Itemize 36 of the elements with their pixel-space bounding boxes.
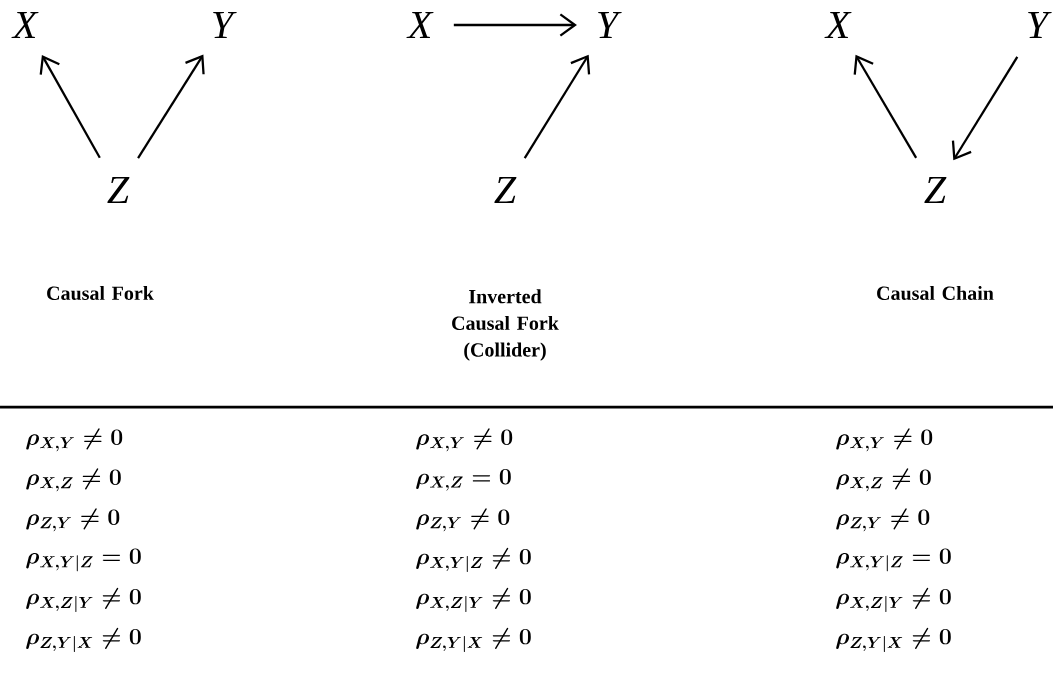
arrow bbox=[39, 54, 101, 159]
formula: $\rho_{X,Y} \neq 0$ bbox=[26, 428, 123, 452]
arrow bbox=[951, 56, 1019, 161]
formula: $\rho_{Z,Y} \neq 0$ bbox=[416, 508, 510, 532]
formula: $\rho_{X,Z\mid Y} \neq 0$ bbox=[26, 587, 141, 612]
formula: $\rho_{X,Z} = 0$ bbox=[416, 469, 511, 491]
formula: $\rho_{X,Y\mid Z} = 0$ bbox=[26, 548, 141, 572]
variable-label: X bbox=[824, 11, 852, 39]
caption: Causal Fork bbox=[47, 285, 154, 301]
formula: $\rho_{Z,Y\mid X} \neq 0$ bbox=[416, 627, 531, 652]
variable-label: X bbox=[406, 11, 434, 39]
formula: $\rho_{X,Z\mid Y} \neq 0$ bbox=[836, 587, 951, 612]
formula: $\rho_{X,Y} \neq 0$ bbox=[836, 428, 933, 452]
formula: $\rho_{X,Y\mid Z} = 0$ bbox=[836, 548, 951, 572]
variable-label: Y bbox=[1028, 11, 1052, 39]
formula: $\rho_{X,Y} \neq 0$ bbox=[416, 428, 513, 452]
variable-label: Y bbox=[213, 11, 237, 39]
variable-label: X bbox=[11, 11, 39, 39]
arrow bbox=[137, 54, 205, 159]
variable-label: Z bbox=[924, 176, 947, 204]
formula: $\rho_{Z,Y\mid X} \neq 0$ bbox=[836, 627, 951, 652]
formula: $\rho_{X,Z\mid Y} \neq 0$ bbox=[416, 587, 531, 612]
formula: $\rho_{X,Y\mid Z} \neq 0$ bbox=[416, 547, 531, 572]
formula: $\rho_{X,Z} \neq 0$ bbox=[26, 468, 121, 492]
variable-label: Z bbox=[107, 176, 130, 204]
formula: $\rho_{Z,Y\mid X} \neq 0$ bbox=[26, 627, 141, 652]
variable-label: Z bbox=[494, 176, 517, 204]
formula: $\rho_{Z,Y} \neq 0$ bbox=[836, 508, 930, 532]
arrow bbox=[523, 54, 591, 159]
variable-label: Y bbox=[598, 11, 622, 39]
caption: Causal Chain bbox=[877, 285, 994, 301]
caption: Inverted Causal Fork (Collider) bbox=[452, 289, 559, 361]
formula: $\rho_{X,Z} \neq 0$ bbox=[836, 468, 931, 492]
arrow bbox=[453, 13, 577, 37]
arrow bbox=[853, 54, 918, 159]
formula: $\rho_{Z,Y} \neq 0$ bbox=[26, 508, 120, 532]
